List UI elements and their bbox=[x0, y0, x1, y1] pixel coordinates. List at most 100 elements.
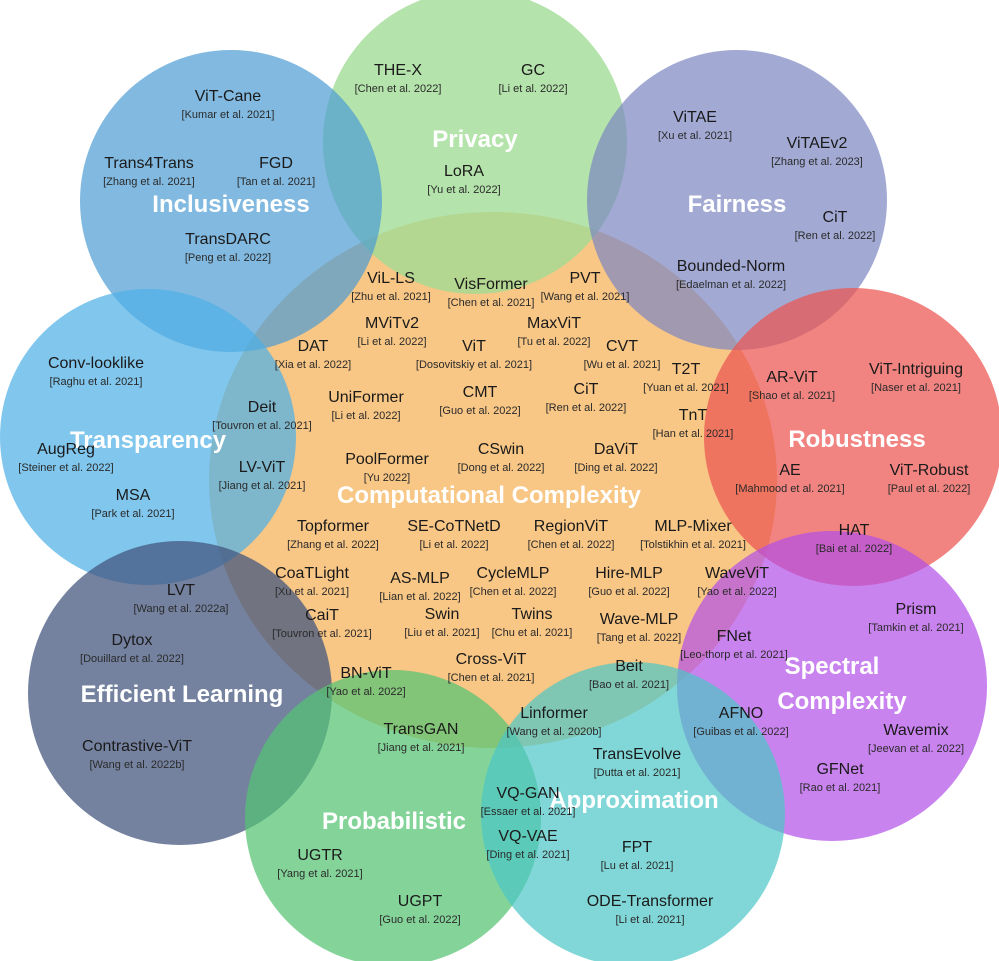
model-entry: UniFormer[Li et al. 2022] bbox=[328, 389, 404, 422]
model-name: AE bbox=[779, 462, 800, 479]
model-name: Cross-ViT bbox=[456, 651, 527, 668]
model-name: ODE-Transformer bbox=[587, 893, 714, 910]
model-name: Topformer bbox=[297, 518, 370, 535]
model-name: FNet bbox=[717, 628, 752, 645]
model-name: VisFormer bbox=[454, 276, 528, 293]
model-entry: CMT [Guo et al. 2022] bbox=[439, 384, 520, 417]
model-entry: MaxViT [Tu et al. 2022] bbox=[518, 315, 591, 348]
model-entry: Trans4Trans[Zhang et al. 2021] bbox=[103, 155, 195, 188]
model-entry: Beit [Bao et al. 2021] bbox=[589, 658, 669, 691]
model-entry: ViT-Intriguing[Naser et al. 2021] bbox=[869, 361, 963, 394]
model-entry: RegionViT[Chen et al. 2022] bbox=[528, 518, 615, 551]
model-name: MLP-Mixer bbox=[654, 518, 732, 535]
model-entry: MSA[Park et al. 2021] bbox=[91, 487, 174, 520]
model-citation: [Chen et al. 2021] bbox=[448, 672, 535, 684]
model-name: ViT bbox=[462, 338, 486, 355]
model-citation: [Li et al. 2022] bbox=[419, 539, 488, 551]
circle-inclusiveness bbox=[80, 50, 382, 352]
category-label-inclusiveness: Inclusiveness bbox=[152, 191, 309, 218]
model-name: MViTv2 bbox=[365, 315, 419, 332]
model-name: Contrastive-ViT bbox=[82, 738, 192, 755]
model-entry: ODE-Transformer[Li et al. 2021] bbox=[587, 893, 714, 926]
model-entry: ViTAE[Xu et al. 2021] bbox=[658, 109, 732, 142]
model-entry: TransEvolve[Dutta et al. 2021] bbox=[593, 746, 681, 779]
model-citation: [Wang et al. 2020b] bbox=[507, 726, 602, 738]
model-citation: [Liu et al. 2021] bbox=[404, 627, 479, 639]
model-entry: LV-ViT[Jiang et al. 2021] bbox=[219, 459, 306, 492]
model-name: Conv-looklike bbox=[48, 355, 144, 372]
model-citation: [Tan et al. 2021] bbox=[237, 176, 315, 188]
model-entry: Topformer[Zhang et al. 2022] bbox=[287, 518, 379, 551]
model-entry: UGTR[Yang et al. 2021] bbox=[277, 847, 362, 880]
model-name: MSA bbox=[116, 487, 151, 504]
model-name: Deit bbox=[248, 399, 277, 416]
model-citation: [Kumar et al. 2021] bbox=[182, 109, 275, 121]
model-name: BN-ViT bbox=[340, 665, 391, 682]
model-entry: LVT[Wang et al. 2022a] bbox=[134, 582, 229, 615]
model-citation: [Guibas et al. 2022] bbox=[693, 726, 788, 738]
category-label-fairness: Fairness bbox=[688, 191, 787, 218]
model-name: ViT-Intriguing bbox=[869, 361, 963, 378]
model-citation: [Wang et al. 2022b] bbox=[90, 759, 185, 771]
model-entry: TransDARC[Peng et al. 2022] bbox=[185, 231, 271, 264]
model-entry: ViL-LS[Zhu et al. 2021] bbox=[351, 270, 431, 303]
model-entry: PoolFormer[Yu 2022] bbox=[345, 451, 429, 484]
model-entry: AFNO[Guibas et al. 2022] bbox=[693, 705, 788, 738]
model-entry: TnT [Han et al. 2021] bbox=[653, 407, 734, 440]
model-citation: [Peng et al. 2022] bbox=[185, 252, 271, 264]
model-entry: LoRA[Yu et al. 2022] bbox=[427, 163, 500, 196]
model-citation: [Guo et al. 2022] bbox=[439, 405, 520, 417]
model-citation: [Guo et al. 2022] bbox=[379, 914, 460, 926]
model-entry: ViT-Robust[Paul et al. 2022] bbox=[888, 462, 971, 495]
model-name: MaxViT bbox=[527, 315, 581, 332]
model-name: TnT bbox=[679, 407, 708, 424]
model-citation: [Zhang et al. 2021] bbox=[103, 176, 195, 188]
model-name: VQ-GAN bbox=[496, 785, 559, 802]
model-citation: [Han et al. 2021] bbox=[653, 428, 734, 440]
model-name: LoRA bbox=[444, 163, 484, 180]
model-name: HAT bbox=[839, 522, 870, 539]
model-citation: [Bao et al. 2021] bbox=[589, 679, 669, 691]
circle-approximation bbox=[481, 662, 785, 961]
model-citation: [Yao et al. 2022] bbox=[697, 586, 776, 598]
category-label-robustness: Robustness bbox=[788, 426, 925, 453]
model-citation: [Yu 2022] bbox=[364, 472, 411, 484]
model-entry: AE [Mahmood et al. 2021] bbox=[735, 462, 844, 495]
model-name: UGPT bbox=[398, 893, 443, 910]
model-entry: VQ-VAE[Ding et al. 2021] bbox=[486, 828, 569, 861]
model-citation: [Leo-thorp et al. 2021] bbox=[680, 649, 788, 661]
model-name: ViTAE bbox=[673, 109, 717, 126]
model-citation: [Mahmood et al. 2021] bbox=[735, 483, 844, 495]
model-name: Hire-MLP bbox=[595, 565, 663, 582]
model-citation: [Ding et al. 2022] bbox=[574, 462, 657, 474]
model-citation: [Jeevan et al. 2022] bbox=[868, 743, 964, 755]
model-entry: VisFormer[Chen et al. 2021] bbox=[448, 276, 535, 309]
model-name: Dytox bbox=[112, 632, 153, 649]
model-name: Linformer bbox=[520, 705, 588, 722]
model-entry: CVT [Wu et al. 2021] bbox=[584, 338, 661, 371]
model-citation: [Li et al. 2022] bbox=[498, 83, 567, 95]
model-name: Wave-MLP bbox=[600, 611, 679, 628]
category-label-probabilistic: Probabilistic bbox=[322, 808, 466, 835]
model-entry: VQ-GAN[Essaer et al. 2021] bbox=[481, 785, 576, 818]
model-name: Bounded-Norm bbox=[677, 258, 786, 275]
model-citation: [Wu et al. 2021] bbox=[584, 359, 661, 371]
model-entry: FPT[Lu et al. 2021] bbox=[601, 839, 674, 872]
model-name: UniFormer bbox=[328, 389, 404, 406]
model-citation: [Zhu et al. 2021] bbox=[351, 291, 431, 303]
model-citation: [Xu et al. 2021] bbox=[275, 586, 349, 598]
model-name: DAT bbox=[298, 338, 329, 355]
model-citation: [Ren et al. 2022] bbox=[795, 230, 876, 242]
model-name: Beit bbox=[615, 658, 643, 675]
model-name: WaveViT bbox=[705, 565, 769, 582]
model-citation: [Tu et al. 2022] bbox=[518, 336, 591, 348]
model-entry: Wavemix[Jeevan et al. 2022] bbox=[868, 722, 964, 755]
model-name: CVT bbox=[606, 338, 638, 355]
model-citation: [Jiang et al. 2021] bbox=[219, 480, 306, 492]
model-name: CMT bbox=[463, 384, 498, 401]
model-entry: CoaTLight[Xu et al. 2021] bbox=[275, 565, 349, 598]
model-name: CaiT bbox=[305, 607, 339, 624]
model-name: UGTR bbox=[297, 847, 342, 864]
model-citation: [Dong et al. 2022] bbox=[458, 462, 545, 474]
